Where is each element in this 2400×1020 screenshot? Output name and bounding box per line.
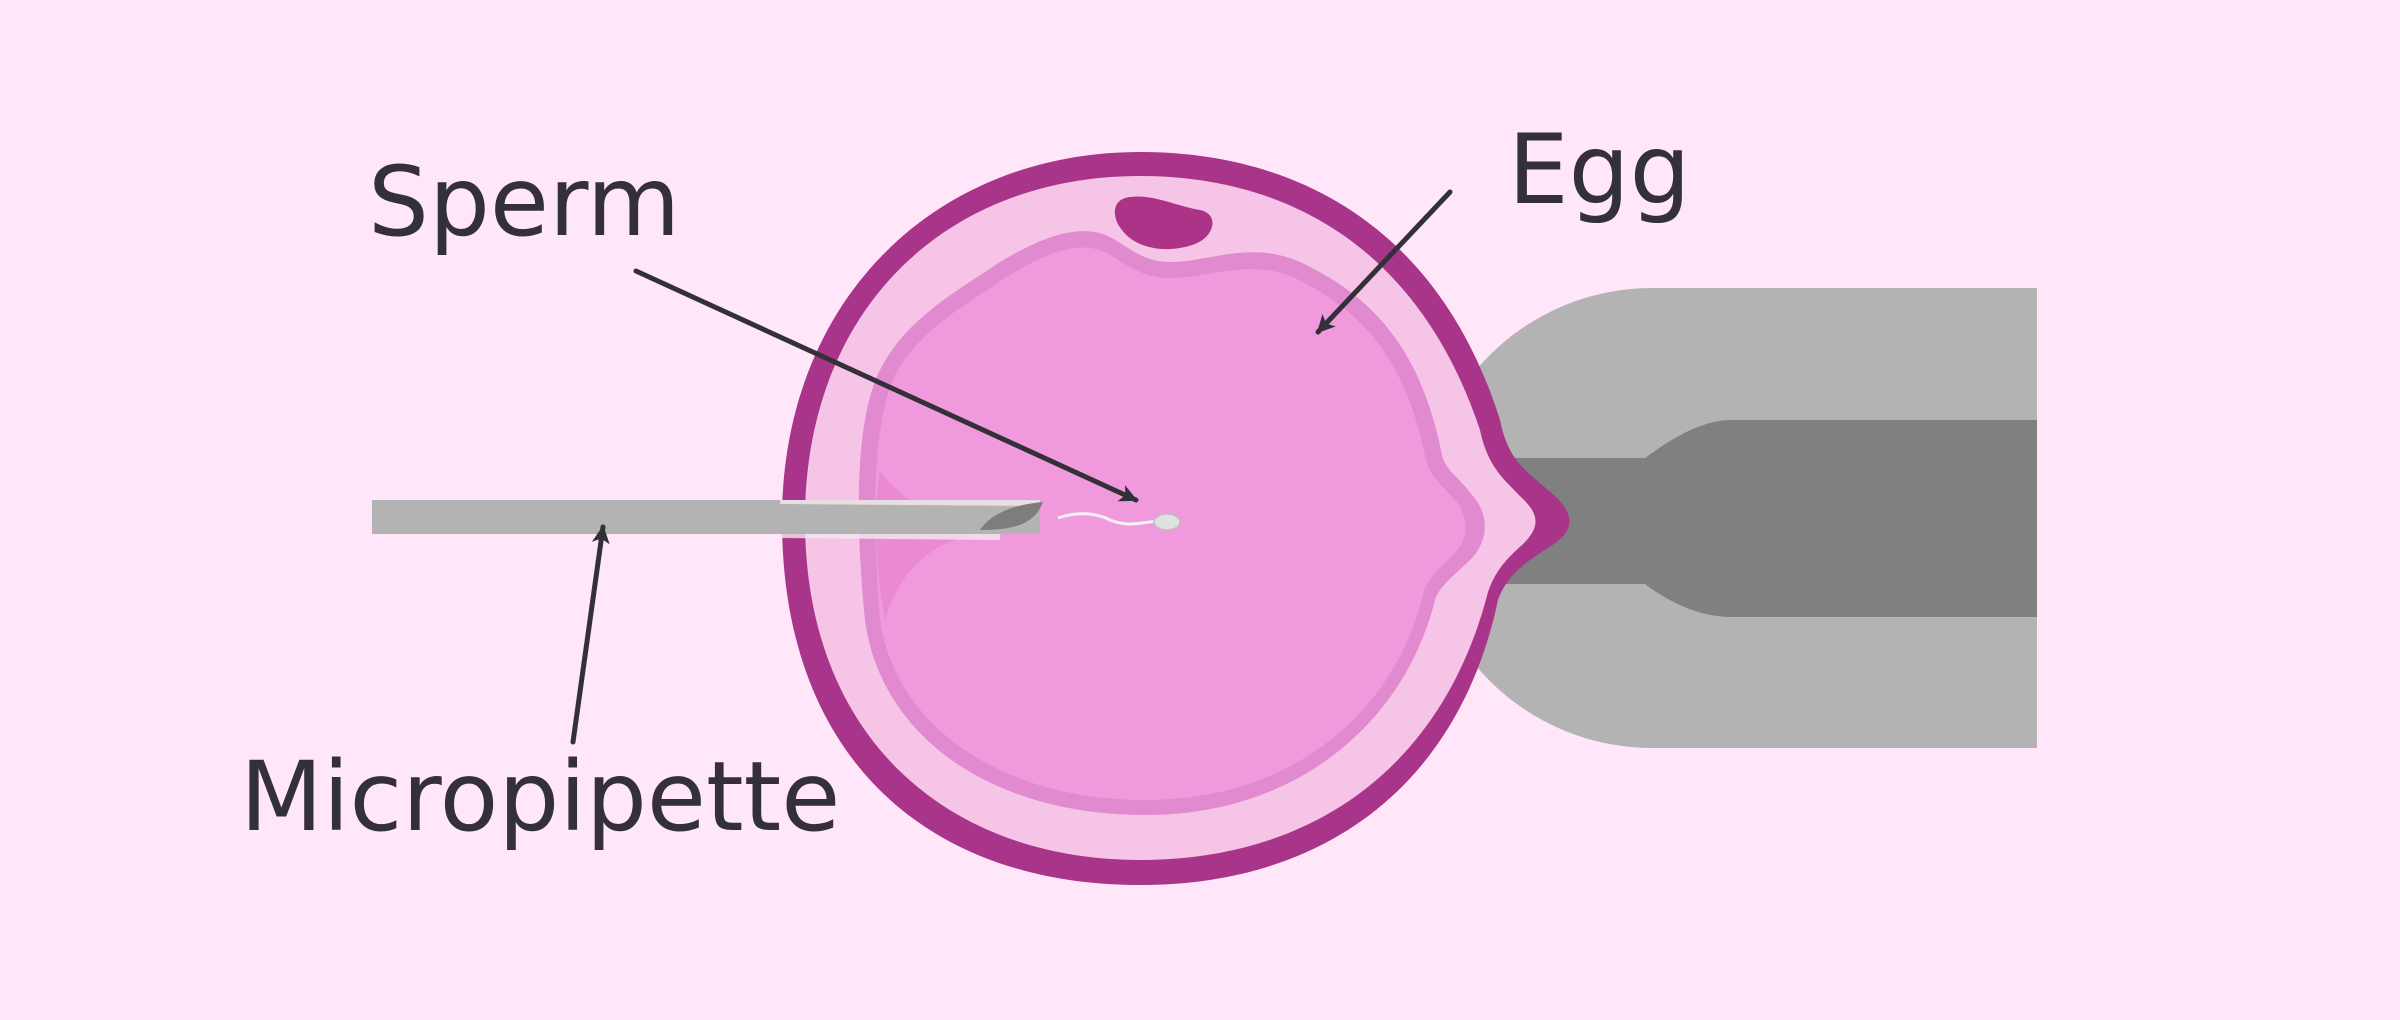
holding-pipette-lumen (1500, 420, 2037, 617)
micropipette-tip-bevel (980, 502, 1043, 530)
sperm-head (1153, 513, 1181, 531)
sperm (1057, 512, 1181, 531)
holding-pipette (1422, 288, 2037, 748)
micropipette-label: Micropipette (240, 741, 840, 853)
sperm-arrow (633, 268, 1139, 503)
egg-label: Egg (1508, 114, 1691, 226)
micropipette (372, 500, 1043, 540)
micropipette-highlight-top (780, 500, 1040, 506)
micropipette-arrow (570, 524, 610, 745)
egg-arrow (1315, 189, 1453, 335)
micropipette-shaft (372, 500, 1040, 534)
micropipette-highlight-bottom (780, 534, 1000, 540)
polar-body (1114, 196, 1213, 250)
sperm-label: Sperm (368, 146, 680, 258)
arrows (570, 189, 1453, 745)
